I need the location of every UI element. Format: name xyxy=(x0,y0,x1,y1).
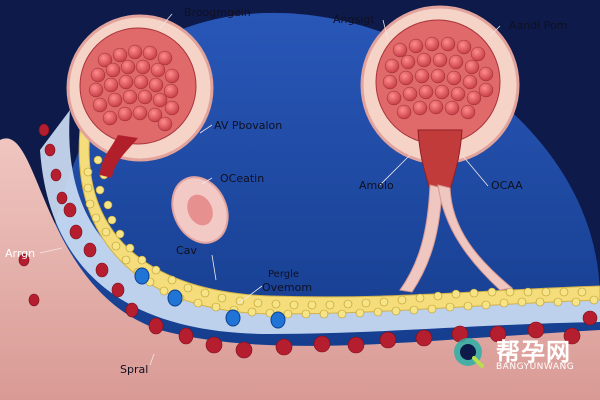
label-spral: Spral xyxy=(120,363,149,376)
blue-beads xyxy=(134,267,286,329)
label-pergle: Pergle xyxy=(268,269,300,280)
outer-tissue xyxy=(0,138,600,400)
yellow-cells xyxy=(83,155,599,319)
label-arrgn: Arrgn xyxy=(5,247,36,260)
left-follicle xyxy=(66,14,214,162)
watermark-chinese: 帮孕网 xyxy=(496,338,571,366)
right-stalk-right xyxy=(437,184,514,291)
left-tube xyxy=(100,135,138,178)
label-top-right: Aandl Pom xyxy=(509,19,568,32)
label-amolo: Amolo xyxy=(359,179,394,192)
leader-lines xyxy=(39,13,501,366)
label-top-center: Angsigt xyxy=(333,13,375,26)
label-top-left: Broogmgein xyxy=(184,6,251,19)
right-stalk-left xyxy=(399,184,443,293)
watermark: 帮孕网 BANGYUNWANG xyxy=(456,330,596,378)
inner-band xyxy=(40,110,600,334)
floating-oocyte xyxy=(171,176,229,244)
label-cav: Cav xyxy=(176,244,197,257)
red-tissue-cells xyxy=(18,123,598,359)
right-follicle xyxy=(360,5,520,165)
label-oc: OCeatin xyxy=(220,172,265,185)
label-ovemom: Ovemom xyxy=(262,281,313,294)
watermark-latin: BANGYUNWANG xyxy=(496,362,575,372)
label-ocaa: OCAA xyxy=(491,179,523,192)
watermark-logo xyxy=(454,338,484,368)
label-av: AV Pbovalon xyxy=(214,119,283,132)
